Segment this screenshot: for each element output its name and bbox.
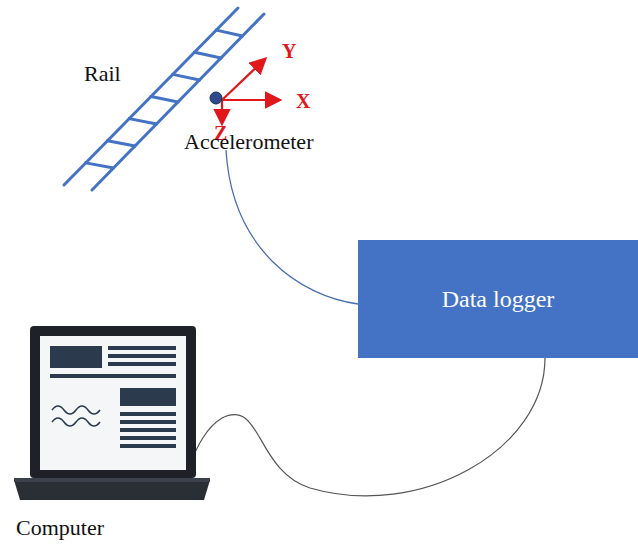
box-label: Data logger	[442, 286, 555, 313]
axis-label: X	[296, 90, 310, 112]
laptop-icon	[14, 326, 210, 500]
sensor-cable	[226, 150, 358, 304]
part-label: Accelerometer	[184, 130, 313, 154]
part-label: Rail	[84, 62, 121, 86]
process-box: Data logger	[358, 240, 638, 358]
axis-arrows	[222, 60, 278, 122]
computer-cable	[180, 358, 545, 496]
axis-label: Y	[282, 40, 296, 62]
part-label: Computer	[16, 516, 104, 540]
accelerometer-dot	[210, 92, 222, 104]
